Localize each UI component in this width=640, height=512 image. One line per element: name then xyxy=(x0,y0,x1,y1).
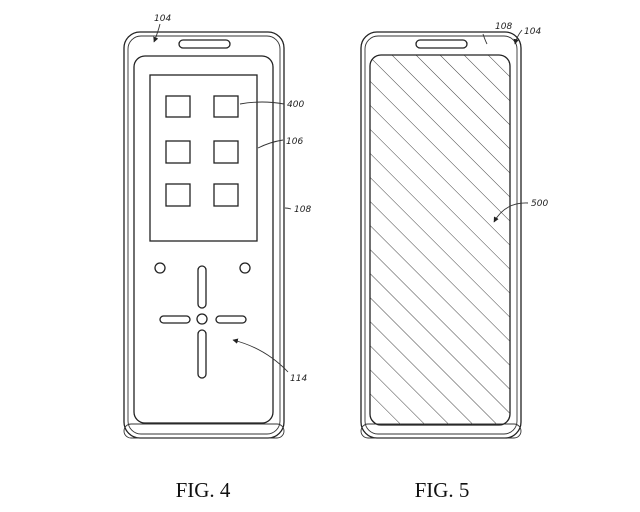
leader-106 xyxy=(257,139,284,149)
fig-4: 104 400 106 108 114 FIG. 4 xyxy=(123,14,311,502)
app-icon xyxy=(213,140,239,164)
app-icon xyxy=(165,140,191,164)
figure-caption: FIG. 5 xyxy=(415,478,470,502)
app-icon xyxy=(165,95,191,118)
ref-106: 106 xyxy=(286,137,303,147)
leader-104 xyxy=(153,23,161,43)
figure-caption: FIG. 4 xyxy=(176,478,231,502)
leader-114 xyxy=(232,338,289,373)
dpad-down xyxy=(197,329,207,379)
ref-104: 104 xyxy=(154,14,171,24)
speaker-slot xyxy=(415,39,468,49)
leader-500 xyxy=(493,202,529,223)
display-screen xyxy=(149,74,258,242)
ref-500: 500 xyxy=(531,199,548,209)
dpad-center xyxy=(196,313,208,325)
speaker-slot xyxy=(178,39,231,49)
leader-400 xyxy=(239,101,285,105)
dpad-right xyxy=(215,315,247,324)
ref-108: 108 xyxy=(495,22,512,32)
ref-400: 400 xyxy=(287,100,304,110)
app-icon xyxy=(213,95,239,118)
device-housing xyxy=(123,31,285,439)
hatched-rear-panel xyxy=(369,54,511,426)
leader-108 xyxy=(482,33,488,45)
right-button xyxy=(239,262,251,274)
dpad-up xyxy=(197,265,207,309)
leader-104 xyxy=(513,29,523,45)
fig-5: 108 104 500 FIG. 5 xyxy=(360,22,548,502)
icon-grid xyxy=(165,95,239,207)
input-controls xyxy=(154,262,251,379)
leader-108 xyxy=(284,207,292,210)
ref-104: 104 xyxy=(524,27,541,37)
ref-108: 108 xyxy=(294,205,311,215)
ref-114: 114 xyxy=(290,374,307,384)
dpad-left xyxy=(159,315,191,324)
app-icon xyxy=(213,183,239,207)
app-icon xyxy=(165,183,191,207)
left-button xyxy=(154,262,166,274)
front-face xyxy=(133,55,274,424)
